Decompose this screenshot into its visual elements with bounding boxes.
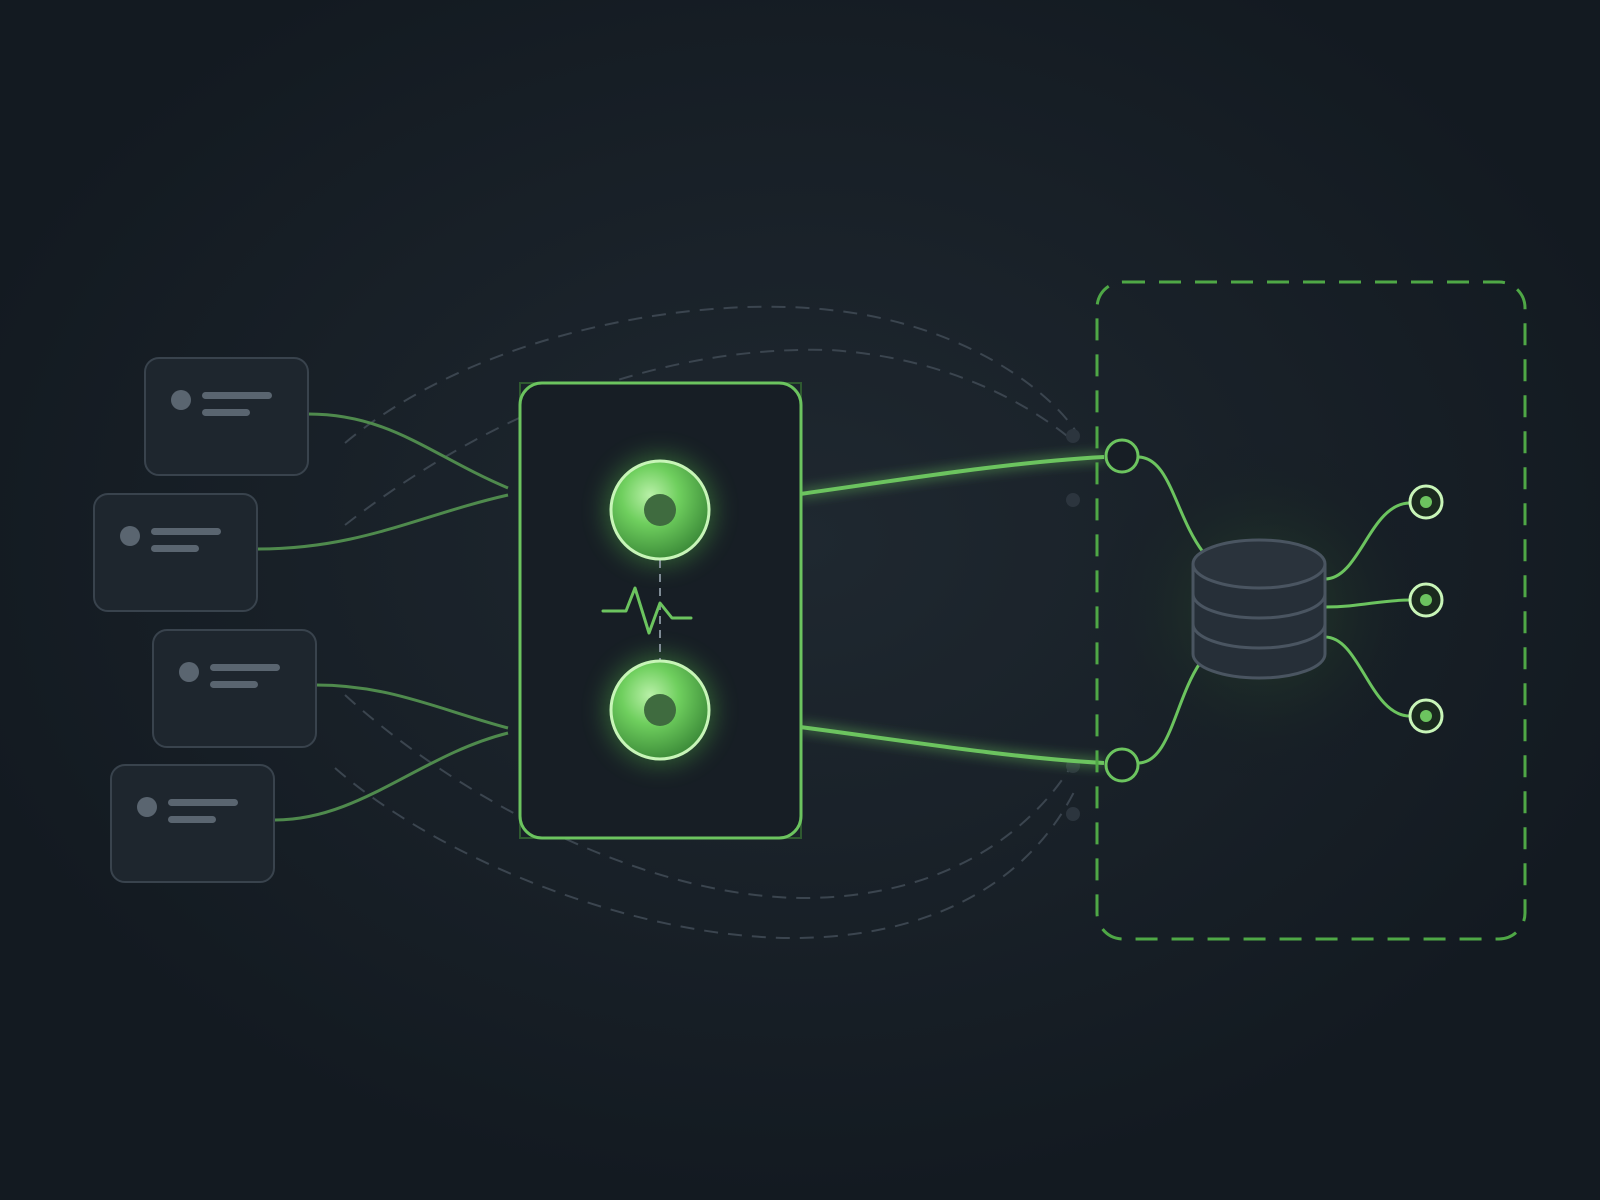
output-port[interactable] — [1408, 484, 1444, 520]
connector-port-top-to-db — [1137, 455, 1205, 553]
output-port-dot — [1420, 594, 1432, 606]
database-icon — [1191, 538, 1327, 680]
client-avatar-icon — [137, 797, 157, 817]
connector-db-to-output-1 — [1324, 501, 1411, 581]
link-lb-to-port-top — [799, 455, 1105, 496]
dashed-arc-top-outer — [344, 305, 1076, 444]
connector-port-bottom-to-db — [1137, 662, 1202, 765]
connector-db-to-output-2 — [1324, 598, 1411, 609]
dashed-arc-bottom-inner — [344, 694, 1076, 900]
client-avatar-icon — [179, 662, 199, 682]
dashed-arcs — [334, 305, 1076, 940]
database-top — [1191, 538, 1327, 590]
output-port-dot — [1420, 710, 1432, 722]
dashed-arc-top-inner — [344, 348, 1073, 526]
connector-client-3 — [315, 683, 509, 730]
heartbeat-icon — [601, 586, 693, 635]
client-avatar-icon — [120, 526, 140, 546]
client-text-line — [168, 816, 216, 823]
client-card[interactable] — [110, 764, 275, 883]
server-node-top[interactable] — [609, 459, 711, 561]
dashed-arc-bottom-outer — [334, 767, 1076, 940]
client-card[interactable] — [152, 629, 317, 748]
client-card[interactable] — [144, 357, 309, 476]
client-text-line — [210, 681, 258, 688]
load-balancer-frame — [518, 381, 803, 840]
faint-dot — [1066, 807, 1080, 821]
client-card[interactable] — [93, 493, 258, 612]
port-connectors — [1137, 455, 1411, 765]
client-connectors — [257, 412, 509, 822]
client-card-frame — [93, 493, 258, 612]
load-balancer[interactable] — [518, 381, 803, 840]
connector-client-1 — [307, 412, 509, 490]
client-card-frame — [152, 629, 317, 748]
faint-dot — [1066, 493, 1080, 507]
storage-cluster[interactable] — [1095, 280, 1527, 941]
entry-port-ring — [1104, 747, 1140, 783]
connector-client-4 — [274, 731, 509, 822]
client-text-line — [168, 799, 238, 806]
link-lb-to-port-bottom — [799, 725, 1105, 765]
server-node-bottom[interactable] — [609, 659, 711, 761]
client-text-line — [202, 409, 250, 416]
lb-to-storage-links — [799, 455, 1105, 765]
client-text-line — [202, 392, 272, 399]
connector-client-2 — [257, 493, 509, 551]
client-card-frame — [144, 357, 309, 476]
client-text-line — [210, 664, 280, 671]
connector-db-to-output-3 — [1324, 635, 1411, 718]
output-port[interactable] — [1408, 698, 1444, 734]
server-node-core — [644, 694, 676, 726]
storage-cluster-frame — [1095, 280, 1527, 941]
database-body — [1191, 564, 1327, 680]
output-port-dot — [1420, 496, 1432, 508]
entry-port-top[interactable] — [1104, 438, 1140, 474]
entry-port-bottom[interactable] — [1104, 747, 1140, 783]
database-ring — [1191, 623, 1327, 650]
entry-port-ring — [1104, 438, 1140, 474]
database-ring — [1191, 593, 1327, 620]
output-port[interactable] — [1408, 582, 1444, 618]
client-text-line — [151, 545, 199, 552]
client-text-line — [151, 528, 221, 535]
client-avatar-icon — [171, 390, 191, 410]
faint-dot — [1066, 429, 1080, 443]
server-node-core — [644, 494, 676, 526]
client-card-frame — [110, 764, 275, 883]
